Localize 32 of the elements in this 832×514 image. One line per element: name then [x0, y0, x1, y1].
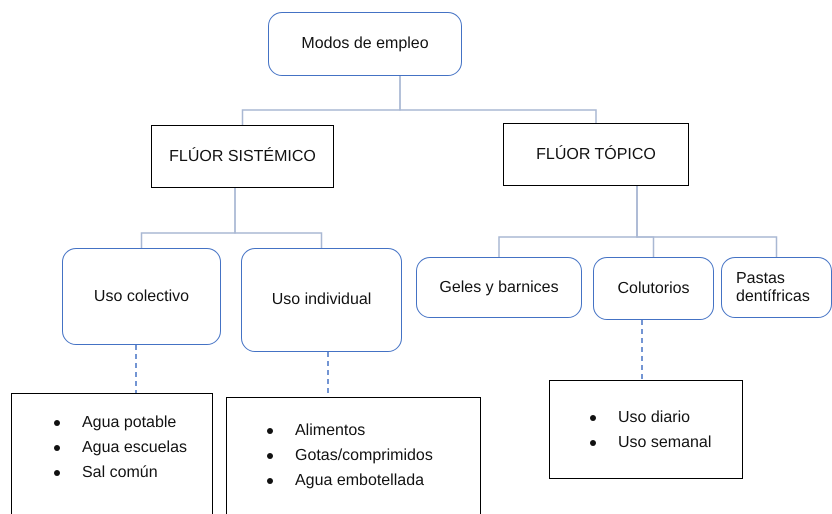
list-item-text: Alimentos — [295, 422, 366, 440]
rounded-box — [721, 257, 832, 318]
list-box — [226, 397, 481, 514]
node-label: Modos de empleo — [301, 35, 429, 53]
list-item-text: Gotas/comprimidos — [295, 446, 433, 464]
category-box — [151, 125, 334, 188]
node-label: FLÚOR SISTÉMICO — [169, 148, 316, 166]
rounded-box — [268, 12, 462, 76]
list-item-text: Agua embotellada — [295, 472, 424, 490]
rounded-box — [593, 257, 714, 320]
list-box — [11, 393, 213, 514]
node-label: FLÚOR TÓPICO — [536, 146, 656, 164]
rounded-box — [241, 248, 402, 352]
connector-line — [636, 186, 778, 257]
rounded-box — [416, 257, 582, 318]
connector-line — [234, 188, 322, 248]
node-label: Geles y barnices — [439, 278, 559, 296]
list-item-text: Sal común — [82, 464, 158, 482]
node-label: Uso individual — [272, 291, 372, 309]
connector-line — [399, 76, 597, 123]
rounded-box — [62, 248, 221, 345]
category-box — [503, 123, 689, 186]
node-label: Colutorios — [617, 280, 690, 298]
list-item-text: Agua escuelas — [82, 438, 187, 456]
node-label: Uso colectivo — [94, 288, 190, 306]
list-box — [549, 380, 743, 479]
dashed-connector — [135, 345, 137, 393]
list-item-text: Agua potable — [82, 414, 176, 432]
list-item-text: Uso diario — [618, 408, 690, 426]
dashed-connector — [641, 320, 643, 380]
list-item-text: Uso semanal — [618, 434, 712, 452]
node-label: Pastas dentífricas — [736, 270, 811, 306]
